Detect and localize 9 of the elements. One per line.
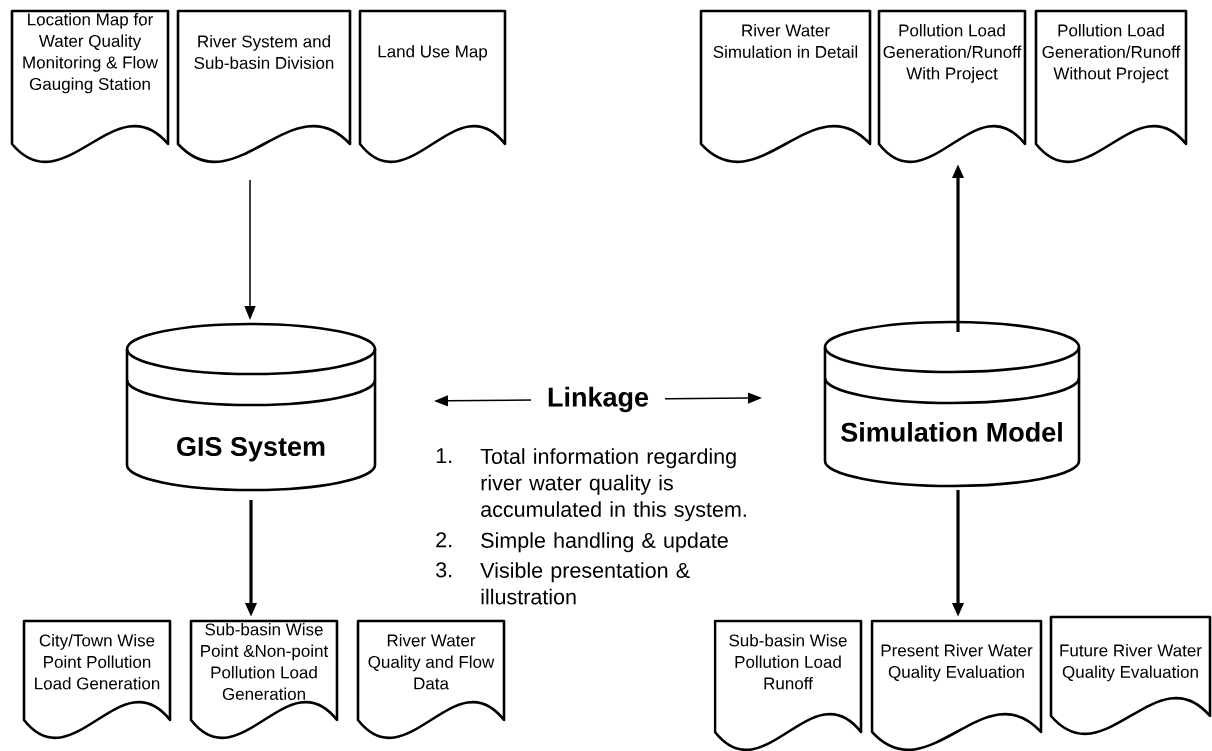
database-cylinder: GIS System xyxy=(125,322,377,492)
list-number: 3. xyxy=(436,562,452,578)
list-number: 1. xyxy=(436,448,452,463)
list-number: 2. xyxy=(436,532,452,548)
database-cylinder: Simulation Model xyxy=(823,320,1081,488)
edge-label: Linkage xyxy=(531,383,665,416)
list-text: Simple handling & update xyxy=(481,532,728,553)
list-text: Visible presentation & illustration xyxy=(480,562,690,605)
list-text: Total information regarding river water quality is accumulated in this system. xyxy=(480,448,746,522)
